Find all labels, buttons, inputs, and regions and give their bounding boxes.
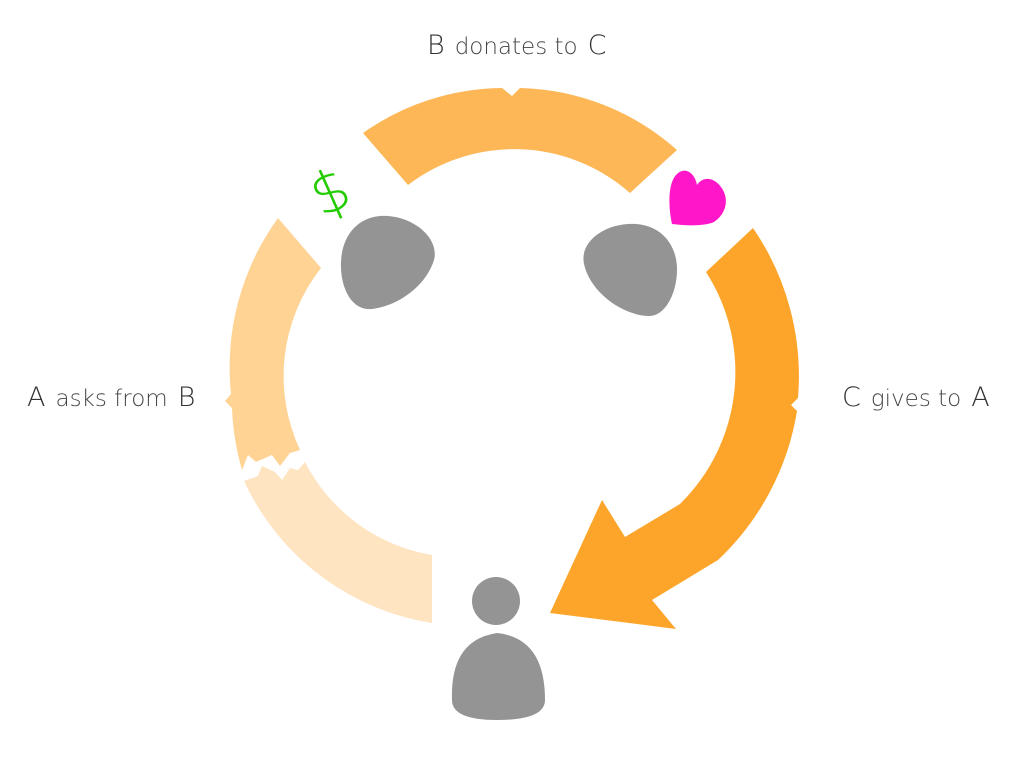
heart-icon [669, 170, 726, 226]
label-a-asks-from-b: A asks from B [27, 382, 195, 413]
label-b-donates-to-c: B donates to C [427, 30, 606, 61]
arrow-c-to-a [550, 228, 799, 629]
label-subject: A [27, 382, 46, 413]
person-a-icon [451, 577, 545, 720]
label-verb: asks from [55, 386, 168, 412]
arrow-b-to-c [363, 88, 677, 193]
person-c-head-icon [583, 223, 678, 317]
label-object: C [587, 30, 607, 61]
person-b-head-icon [340, 215, 435, 310]
label-subject: B [427, 30, 445, 61]
dollar-icon: $ [299, 153, 360, 230]
arrow-a-to-b-lower [244, 462, 432, 623]
label-subject: C [842, 382, 861, 413]
label-object: A [971, 382, 990, 413]
arrow-a-to-b-upper [225, 218, 321, 470]
label-c-gives-to-a: C gives to A [842, 382, 990, 413]
label-verb: gives to [870, 386, 962, 412]
label-object: B [177, 382, 196, 413]
label-verb: donates to [454, 34, 578, 60]
